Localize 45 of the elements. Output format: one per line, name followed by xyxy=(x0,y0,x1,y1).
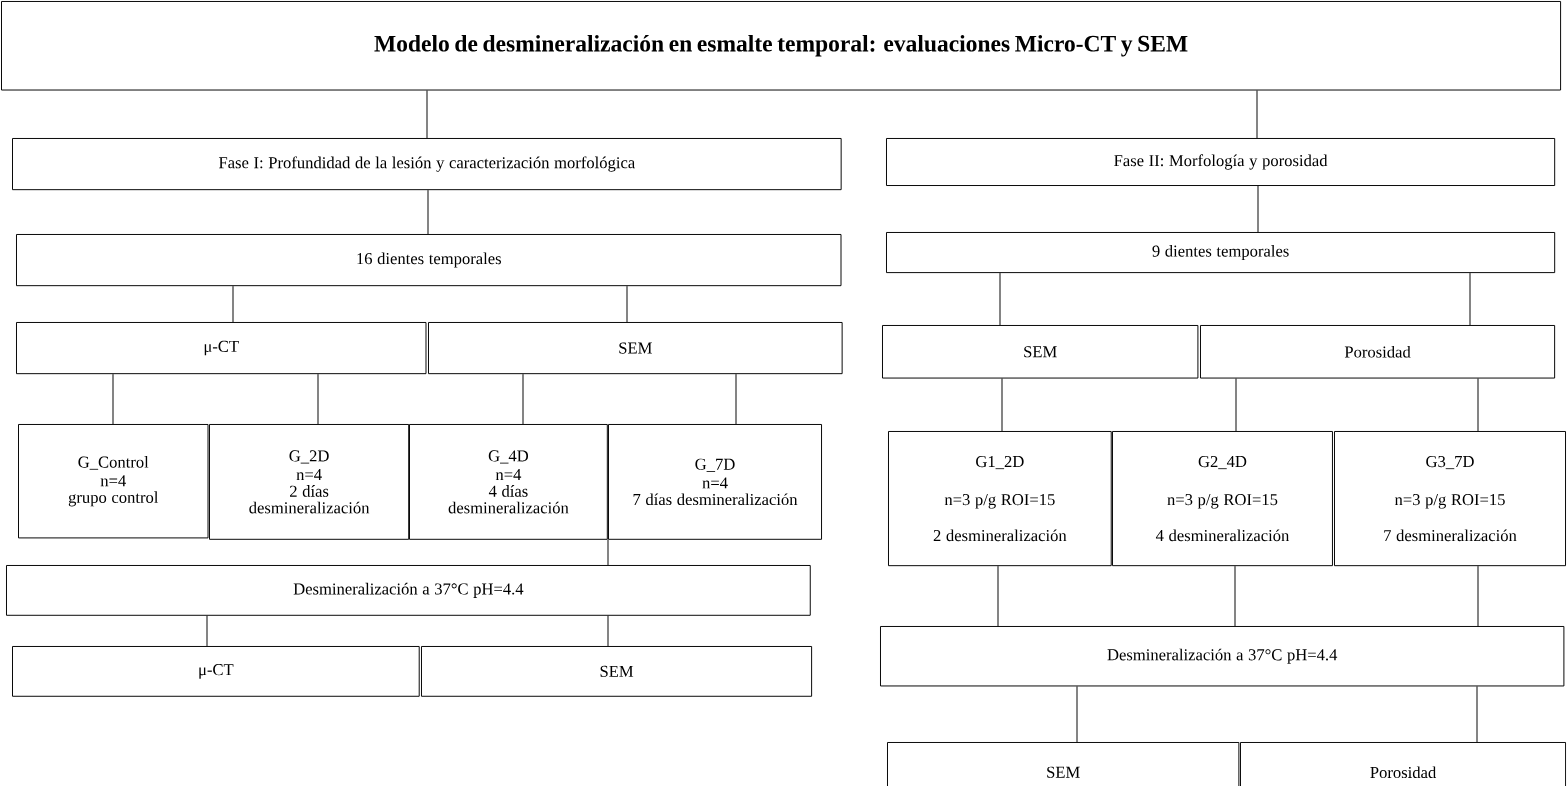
connector-line xyxy=(426,90,428,139)
connector-line xyxy=(1257,185,1259,233)
connector-line xyxy=(232,285,234,323)
step-box: Desmineralización a 37°C pH=4.4 xyxy=(6,565,811,616)
connector-line xyxy=(427,189,429,235)
connector-line xyxy=(1235,378,1237,432)
connector-line xyxy=(1256,90,1258,139)
connector-line xyxy=(607,539,609,566)
connector-line xyxy=(1477,378,1479,432)
group-box: G_Control n=4 grupo control xyxy=(18,424,209,539)
connector-line xyxy=(206,615,208,647)
step-box: SEM xyxy=(421,646,813,697)
connector-line xyxy=(1476,685,1478,743)
connector-line xyxy=(997,565,999,627)
connector-line xyxy=(607,615,609,647)
connector-line xyxy=(317,373,319,425)
connector-line xyxy=(1076,685,1078,743)
step-box: μ-CT xyxy=(12,646,420,697)
connector-line xyxy=(1234,565,1236,627)
group-box: G_2D n=4 2 días desmineralización xyxy=(209,424,410,540)
step-box: Fase II: Morfología y porosidad xyxy=(886,138,1556,186)
connector-line xyxy=(626,285,628,323)
connector-line xyxy=(735,373,737,425)
connector-line xyxy=(1477,565,1479,627)
step-box: μ-CT xyxy=(16,322,427,375)
connector-line xyxy=(522,373,524,425)
connector-line xyxy=(999,272,1001,326)
group-box: G_7D n=4 7 días desmineralización xyxy=(608,424,823,540)
group-box: G_4D n=4 4 días desmineralización xyxy=(409,424,608,540)
group-box: G2_4D n=3 p/g ROI=15 4 desmineralización xyxy=(1112,431,1333,567)
step-box: Porosidad xyxy=(1240,742,1567,786)
group-box: G1_2D n=3 p/g ROI=15 2 desmineralización xyxy=(888,431,1112,567)
step-box: Desmineralización a 37°C pH=4.4 xyxy=(880,626,1565,687)
step-box: Porosidad xyxy=(1200,325,1556,379)
title-box: Modelo de desmineralización en esmalte temporal: evaluaciones Micro-CT y SEM xyxy=(1,1,1562,91)
step-box: SEM xyxy=(428,322,843,375)
connector-line xyxy=(112,373,114,425)
step-box: SEM xyxy=(882,325,1199,379)
step-box: Fase I: Profundidad de la lesión y caracterización morfológica xyxy=(12,138,842,191)
step-box: 9 dientes temporales xyxy=(886,232,1556,274)
connector-line xyxy=(1469,272,1471,326)
step-box: SEM xyxy=(887,742,1240,786)
group-box: G3_7D n=3 p/g ROI=15 7 desmineralización xyxy=(1334,431,1566,567)
connector-line xyxy=(1001,378,1003,432)
step-box: 16 dientes temporales xyxy=(16,234,842,287)
